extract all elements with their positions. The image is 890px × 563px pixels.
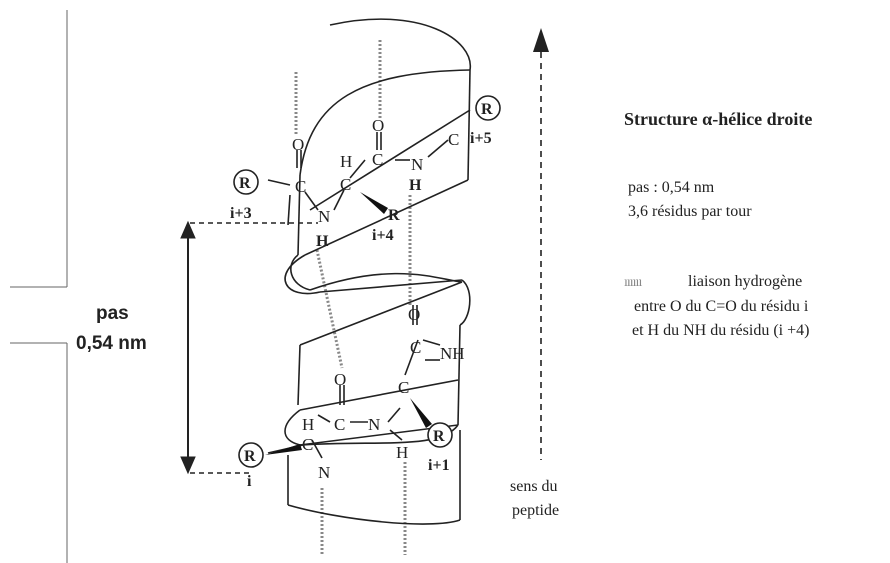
direction-arrow (533, 28, 549, 460)
residue-label-i1: i+1 (428, 457, 450, 474)
atom-o-3: O (408, 305, 420, 324)
pitch-arrow (180, 220, 318, 475)
atom-h-3: H (409, 177, 422, 194)
r-circle-i1 (427, 422, 453, 448)
r-groups (233, 95, 501, 468)
atom-c-5: C (410, 338, 421, 357)
figure-title: Structure α-hélice droite (624, 109, 813, 129)
r-labels: R R R R R i+3 i+5 i+1 i i+4 (230, 101, 493, 490)
atom-n-2: N (411, 155, 423, 174)
residue-label-i4: i+4 (372, 227, 394, 244)
atom-nh-1: NH (440, 344, 465, 363)
hbond-legend-line3: et H du NH du résidu (i +4) (632, 322, 810, 339)
atom-c-6: C (398, 378, 409, 397)
atom-o-2: O (372, 116, 384, 135)
atom-h-2: H (340, 152, 352, 171)
residue-label-i: i (247, 473, 252, 490)
atom-c-2: C (340, 175, 351, 194)
residues-per-turn: 3,6 résidus par tour (628, 203, 752, 220)
atom-n-3: N (368, 415, 380, 434)
atom-c-7: C (334, 415, 345, 434)
atom-o-4: O (334, 370, 346, 389)
left-bracket (10, 10, 68, 563)
r-symbol-i5: R (481, 101, 493, 118)
hbond-legend-line2: entre O du C=O du résidu i (634, 298, 809, 315)
helix-ribbon (284, 18, 471, 525)
r-circle-i3 (233, 169, 259, 195)
pitch-label-line2: 0,54 nm (76, 333, 147, 354)
hbond-legend-symbol: ıııııı (624, 275, 642, 290)
residue-label-i3: i+3 (230, 205, 252, 222)
atom-labels: O C N H H C O C N H C O C NH C O C N H H… (292, 116, 465, 482)
atom-o-1: O (292, 135, 304, 154)
hbond-legend-line1: liaison hydrogène (688, 273, 803, 290)
atom-h-1: H (316, 233, 329, 250)
atom-n-1: N (318, 207, 330, 226)
atom-h-5: H (302, 415, 314, 434)
r-circle-i5 (475, 95, 501, 121)
atom-c-1: C (295, 177, 306, 196)
atom-h-4: H (396, 443, 408, 462)
r-circle-i (238, 442, 264, 468)
residue-label-i5: i+5 (470, 130, 492, 147)
r-symbol-i4: R (388, 207, 400, 224)
atom-c-3: C (372, 150, 383, 169)
atom-c-4: C (448, 130, 459, 149)
direction-label-line2: peptide (512, 502, 560, 519)
r-symbol-i3: R (239, 175, 251, 192)
atom-c-8: C (302, 435, 313, 454)
r-symbol-i1: R (433, 428, 445, 445)
pitch-label-line1: pas (96, 303, 129, 324)
atom-n-4: N (318, 463, 330, 482)
r-symbol-i: R (244, 448, 256, 465)
wedge-bonds (265, 192, 432, 455)
pitch-value: pas : 0,54 nm (628, 179, 715, 196)
backbone-bonds (267, 132, 449, 459)
hydrogen-bond-lines (294, 40, 412, 555)
direction-label-line1: sens du (510, 478, 558, 495)
